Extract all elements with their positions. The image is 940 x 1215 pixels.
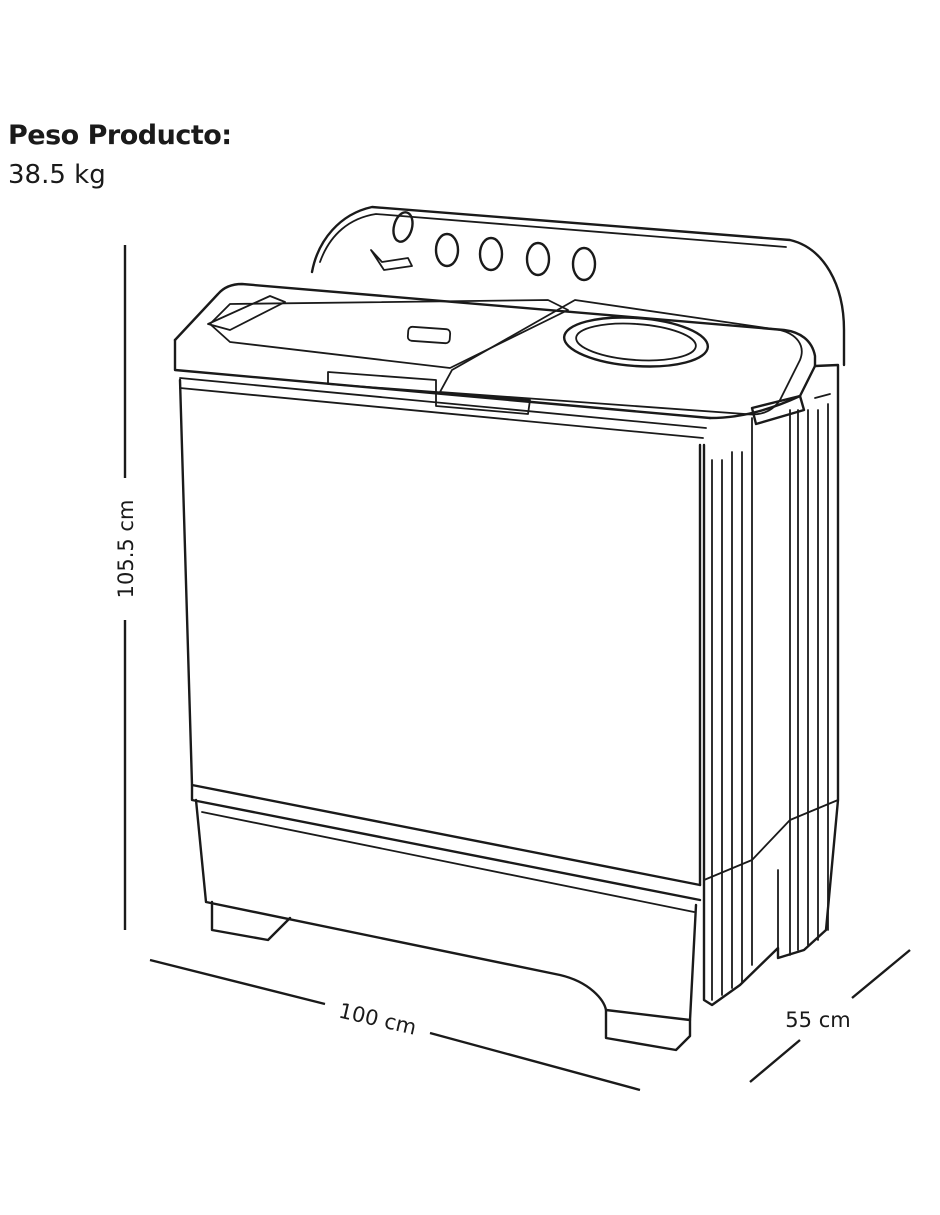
control-panel-inner-edge — [319, 213, 787, 263]
depth-dimension-line-bottom — [749, 1039, 801, 1083]
spin-lid-hinge — [435, 391, 531, 415]
weight-value: 38.5 kg — [8, 160, 106, 190]
depth-dimension: 55 cm — [749, 949, 911, 1083]
twin-tub-washing-machine-icon — [173, 205, 846, 1052]
top-rim-band-2 — [179, 387, 704, 439]
top-rim-front — [173, 338, 712, 420]
side-base-seam — [703, 799, 839, 881]
width-dimension: 100 cm — [149, 958, 641, 1092]
side-handle-icon — [750, 394, 806, 426]
width-dimension-label: 100 cm — [337, 999, 419, 1040]
lint-filter-icon — [406, 325, 452, 345]
front-right-foot — [604, 1008, 692, 1052]
knob-5-icon — [571, 246, 597, 282]
spin-basket-cover-icon — [562, 316, 710, 368]
height-dimension: 105.5 cm — [114, 245, 138, 930]
spin-basket-cover-inner — [575, 322, 697, 362]
depth-dimension-line-top — [851, 949, 911, 999]
top-surface-outline — [173, 282, 817, 368]
selector-switch-icon — [370, 249, 413, 271]
knob-4-icon — [525, 241, 551, 277]
wash-lid — [209, 299, 569, 369]
base-top-edge — [190, 783, 702, 902]
wash-lid-handle — [207, 295, 286, 331]
weight-label: Peso Producto: — [8, 120, 232, 151]
width-dimension-line-left — [149, 958, 326, 1006]
width-dimension-line-right — [429, 1031, 641, 1092]
front-left-foot — [210, 900, 292, 942]
side-panel-outline — [702, 363, 840, 1007]
knob-3-icon — [478, 236, 504, 272]
depth-dimension-label: 55 cm — [785, 1008, 850, 1032]
base-band — [201, 811, 695, 913]
base-front — [194, 798, 698, 1022]
control-panel-outline — [310, 205, 846, 367]
front-panel-outline — [178, 378, 702, 887]
height-dimension-label: 105.5 cm — [114, 500, 138, 599]
spin-lid — [439, 299, 803, 416]
knob-1-icon — [392, 211, 414, 243]
knob-2-icon — [434, 232, 460, 268]
top-rim-band-1 — [179, 377, 707, 429]
side-handle-detail — [814, 393, 831, 399]
